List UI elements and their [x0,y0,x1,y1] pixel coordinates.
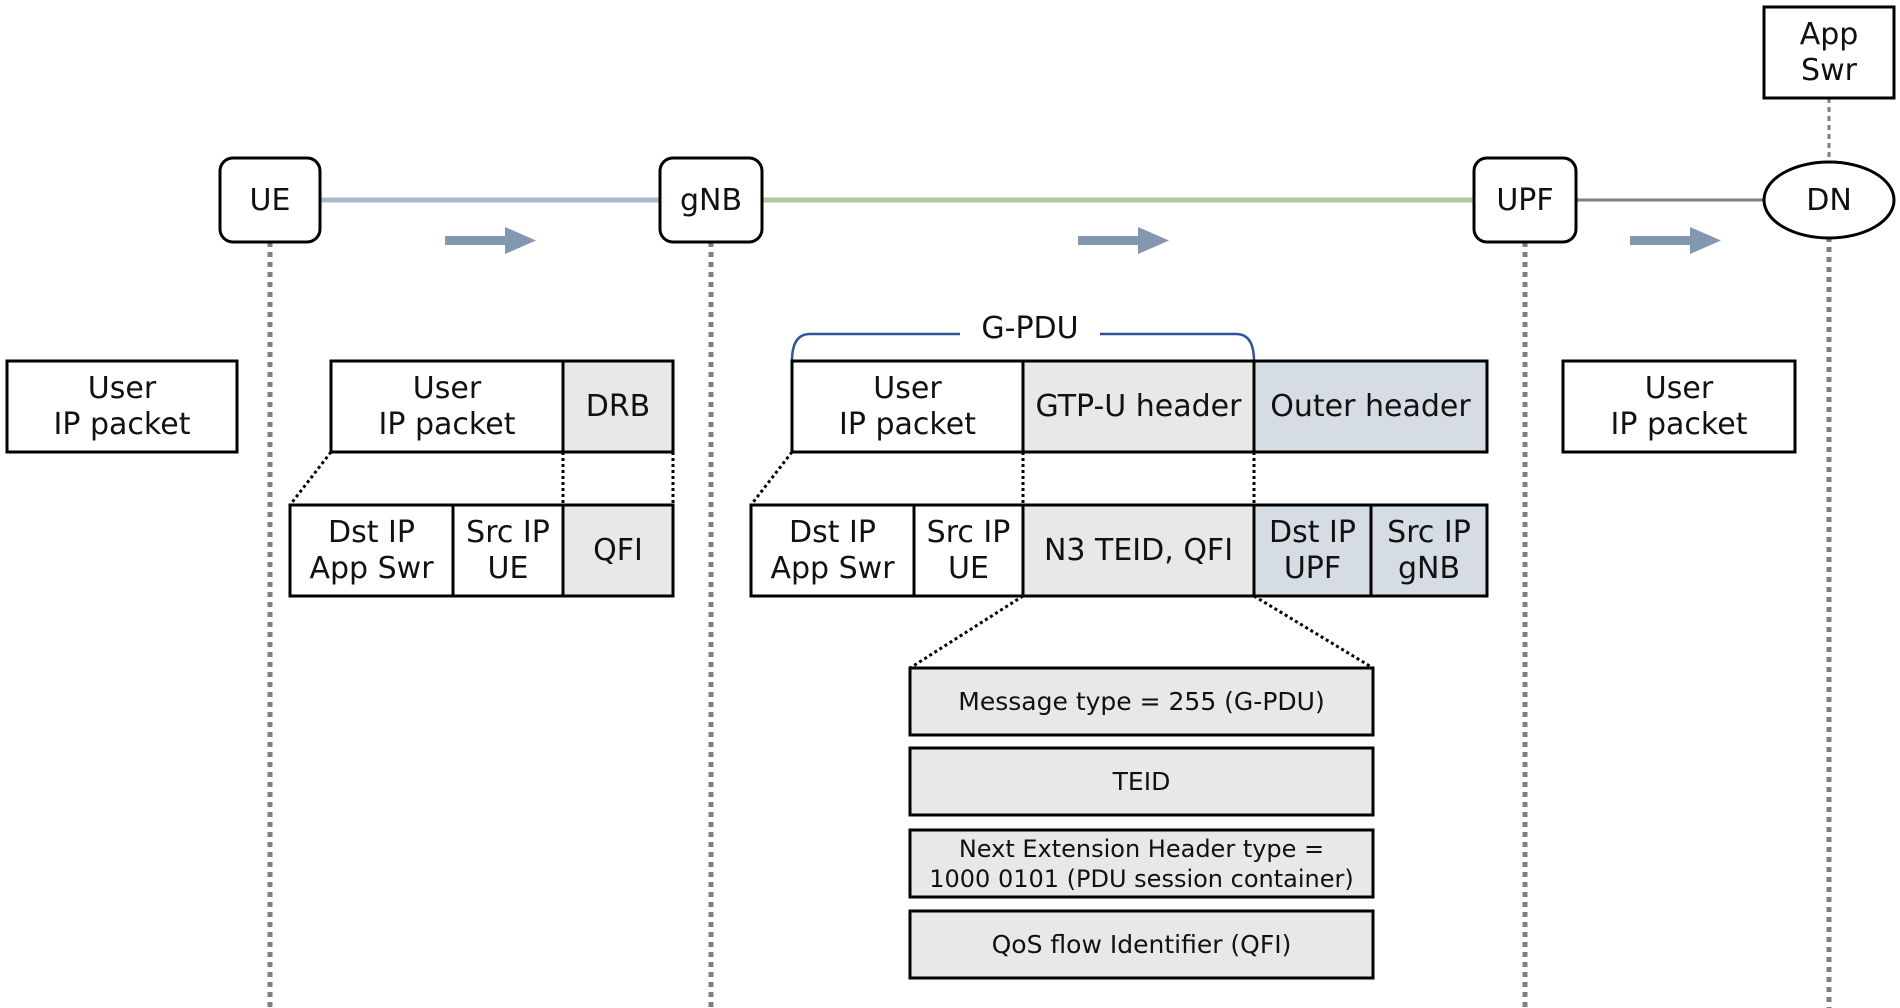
flow-arrow-ue-gnb [445,227,536,254]
node-upf-box [1472,156,1578,244]
stage2-user-ip-box [329,359,565,454]
stage3-n3-teid-box [1021,503,1256,598]
node-ue-box [218,156,322,244]
gpdu-label: G-PDU [981,310,1079,346]
stage3-src-ip-box [912,503,1025,598]
stage3-outer-header-label: Outer header [1270,389,1471,424]
gtpu-zoom-left [909,594,1024,670]
gtpu-teid-box [908,746,1375,817]
gtpu-next-ext-box [908,828,1375,899]
stage3-dst-ip-box [749,503,916,598]
gtpu-qfi-box [908,909,1375,980]
stage3-zoom-left [749,451,794,506]
stage4-user-ip-box [1561,359,1797,454]
stage3-n3-teid-label: N3 TEID, QFI [1043,533,1234,568]
stage2-dst-ip-box [288,503,455,598]
node-dn-ellipse [1762,160,1896,240]
stage2-src-ip-box [451,503,565,598]
gpdu-brace [790,332,1256,362]
node-ue-label: UE [249,182,291,218]
stage3-src-ip-gnb-box [1369,503,1489,598]
flow-arrow-upf-dn [1630,227,1721,254]
gtpu-message-type-box [908,666,1375,737]
node-dn-label: DN [1806,182,1852,218]
stage2-qfi-label: QFI [593,533,643,568]
stage2-drb-label: DRB [585,389,651,424]
stage3-outer-header-box [1252,359,1489,454]
stage3-user-ip-box [790,359,1025,454]
gtpu-message-type-label: Message type = 255 (G-PDU) [958,687,1325,716]
stage2-qfi-box [561,503,675,598]
stage3-gtpu-header-label: GTP-U header [1035,389,1242,424]
stage2-zoom-left [288,451,333,506]
gtpu-teid-label: TEID [1112,767,1171,796]
stage3-dst-ip-upf-box [1252,503,1373,598]
gtpu-qfi-label: QoS flow Identifier (QFI) [991,930,1292,959]
stage3-gtpu-header-box [1021,359,1256,454]
node-gnb-label: gNB [679,182,743,218]
stage2-drb-box [561,359,675,454]
node-upf-label: UPF [1496,182,1554,218]
gtpu-zoom-right [1253,594,1374,670]
gtpu-next-ext-label: Next Extension Header type =1000 0101 (P… [929,834,1354,893]
node-app-swr-box [1762,5,1896,100]
flow-arrow-gnb-upf [1078,227,1169,254]
stage1-user-ip-box [5,359,239,454]
node-gnb-box [658,156,764,244]
